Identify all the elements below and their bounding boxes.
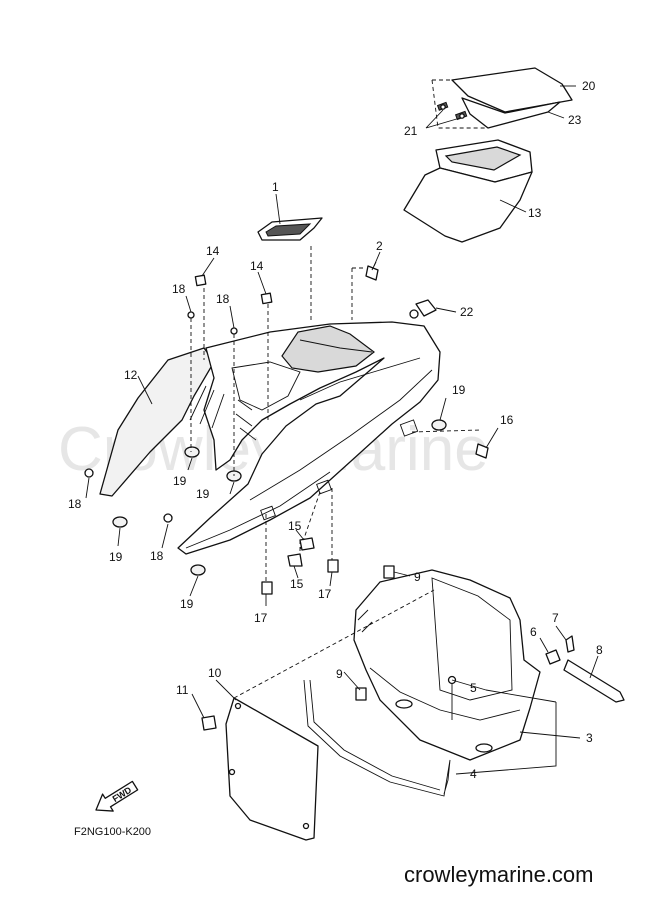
callout-labels: 20 23 21 13 1 2 22 14 14 18 18 12 19 16 … xyxy=(68,79,603,781)
callout-15-upper: 15 xyxy=(288,519,302,533)
callout-4: 4 xyxy=(470,767,477,781)
callout-21: 21 xyxy=(404,124,418,138)
callout-11: 11 xyxy=(176,683,189,697)
part-1-vent-badge xyxy=(257,217,323,241)
part-3-storage-tub xyxy=(353,569,541,761)
callout-14-left: 14 xyxy=(206,244,220,258)
callout-18-upper-left: 18 xyxy=(172,282,186,296)
callout-19-inner-left: 19 xyxy=(173,474,187,488)
part-9-bolts xyxy=(355,565,395,701)
callout-6: 6 xyxy=(530,625,537,639)
part-7-screw xyxy=(565,635,575,653)
plate-dash-guide xyxy=(233,589,435,699)
part-14-clips xyxy=(194,274,273,305)
callout-18-upper-right: 18 xyxy=(216,292,230,306)
callout-5: 5 xyxy=(470,681,477,695)
leader-lines xyxy=(85,85,599,775)
callout-19-lower-left: 19 xyxy=(109,550,123,564)
callout-13: 13 xyxy=(528,206,542,220)
callout-16: 16 xyxy=(500,413,514,427)
callout-9-upper: 9 xyxy=(414,570,421,584)
part-22-fitting xyxy=(409,299,437,319)
callout-2: 2 xyxy=(376,239,383,253)
site-footer: crowleymarine.com xyxy=(404,862,594,887)
part-11-screw xyxy=(201,715,217,731)
underside-dash-guides xyxy=(265,488,333,582)
callout-15-lower: 15 xyxy=(290,577,304,591)
part-17-bolts xyxy=(261,559,339,595)
part-20-seat-pad xyxy=(451,67,573,129)
callout-23: 23 xyxy=(568,113,582,127)
part-12-main-body xyxy=(99,321,441,555)
part-13-storage-bin xyxy=(403,139,533,243)
part-16-bolt xyxy=(475,443,489,459)
part-8-strap xyxy=(563,659,625,703)
callout-17-right: 17 xyxy=(318,587,332,601)
callout-19-lower-right: 19 xyxy=(180,597,194,611)
callout-8: 8 xyxy=(596,643,603,657)
callout-17-left: 17 xyxy=(254,611,268,625)
callout-7: 7 xyxy=(552,611,559,625)
callout-22: 22 xyxy=(460,305,474,319)
part-19-grommets xyxy=(112,419,447,576)
part-10-access-plate xyxy=(225,697,319,841)
callout-12: 12 xyxy=(124,368,138,382)
seat-dash-guide xyxy=(431,79,488,129)
callout-9-lower: 9 xyxy=(336,667,343,681)
callout-19-inner-right: 19 xyxy=(196,487,210,501)
callout-1: 1 xyxy=(272,180,279,194)
callout-14-right: 14 xyxy=(250,259,264,273)
fwd-arrow-icon: FWD xyxy=(95,780,139,812)
part-4-gasket xyxy=(303,679,451,797)
part-2-bolt xyxy=(365,261,379,281)
callout-3: 3 xyxy=(586,731,593,745)
figure-code: F2NG100-K200 xyxy=(74,826,151,838)
callout-18-lower-left: 18 xyxy=(68,497,82,511)
callout-18-lower-right: 18 xyxy=(150,549,164,563)
callout-19-right: 19 xyxy=(452,383,466,397)
body-dash-guides xyxy=(190,246,353,476)
part-21-fasteners xyxy=(436,101,468,121)
part-6-latch xyxy=(545,649,561,665)
part16-dash-guide xyxy=(411,429,481,433)
part-15-clips xyxy=(287,537,315,567)
callout-20: 20 xyxy=(582,79,596,93)
callout-10: 10 xyxy=(208,666,222,680)
